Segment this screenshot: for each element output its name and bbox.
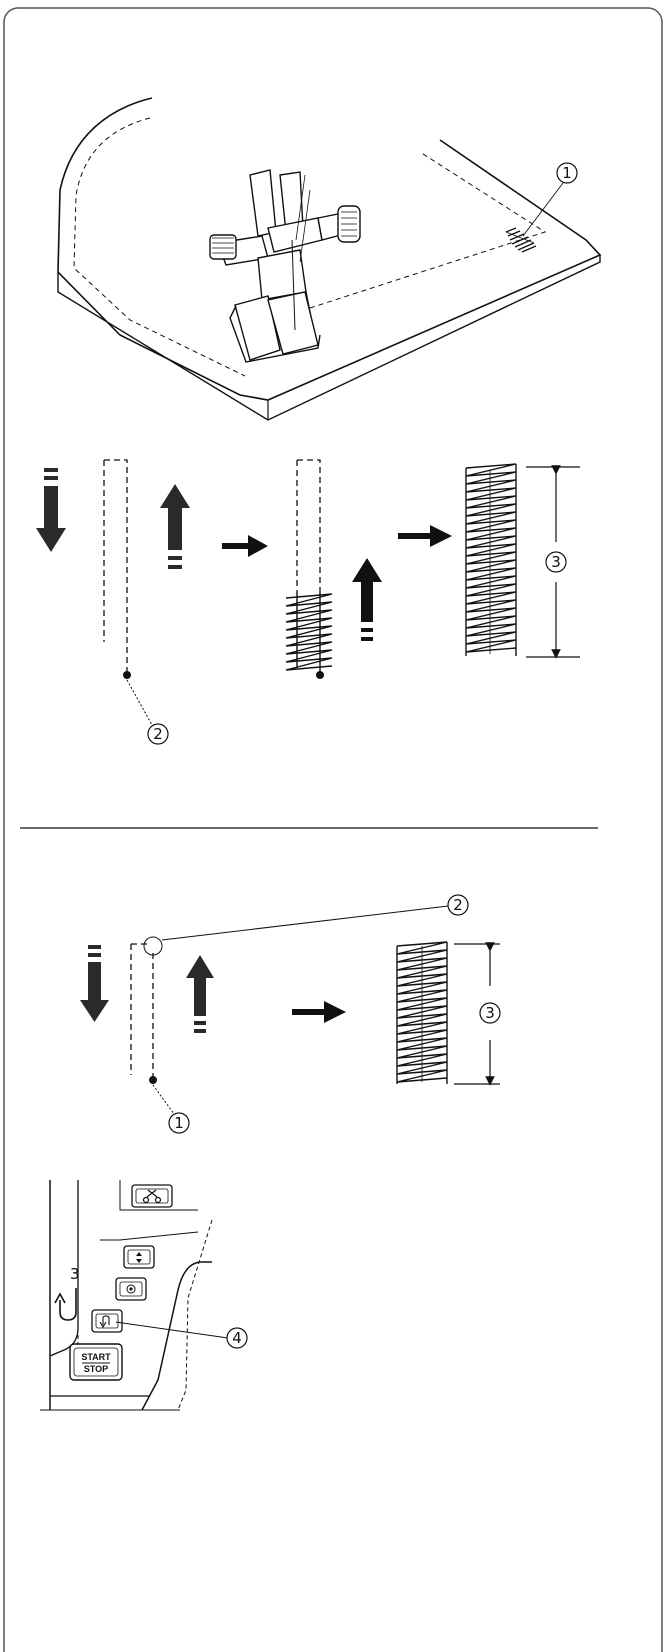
stitch-outline-dashed	[130, 943, 154, 1080]
reverse-stitch-icon	[54, 1288, 77, 1321]
start-point-dot	[123, 671, 131, 679]
down-arrow-icon	[36, 468, 66, 552]
callout-circle-3	[545, 551, 567, 573]
start-label: START	[81, 1352, 111, 1362]
right-arrow-icon	[222, 535, 268, 557]
reverse-count-label: 3	[70, 1265, 80, 1283]
presser-foot-assembly	[209, 169, 361, 363]
callout-circle-1	[556, 162, 578, 184]
callout-3-label: 3	[551, 553, 561, 571]
callout-circle-2	[447, 894, 469, 916]
length-dimension	[454, 942, 500, 1086]
needle-up-down-button[interactable]	[123, 1245, 155, 1269]
thread-cutter-button[interactable]	[131, 1184, 173, 1208]
stitch-outline-partial	[296, 459, 321, 592]
zigzag-complete	[396, 941, 448, 1084]
callout-circle-2	[147, 723, 169, 745]
start-stop-button[interactable]: START STOP	[69, 1343, 123, 1381]
figure-short-bartack: 2 1 3	[80, 894, 501, 1134]
callout-2-label: 2	[153, 725, 163, 743]
callout-circle-1	[168, 1112, 190, 1134]
figure-bartack-sequence: 2	[36, 459, 580, 745]
turn-point-circle	[143, 936, 163, 956]
auto-lock-button[interactable]	[115, 1277, 147, 1301]
down-arrow-icon	[80, 945, 109, 1022]
callout-3-label: 3	[485, 1004, 495, 1022]
reverse-button[interactable]	[91, 1309, 123, 1333]
scissors-icon	[142, 1189, 162, 1204]
zigzag-partial	[285, 592, 333, 672]
callout-4-label: 4	[232, 1329, 242, 1347]
needle-up-down-icon	[136, 1252, 142, 1263]
callout-2-label: 2	[453, 896, 463, 914]
figure-control-panel: 3	[40, 1180, 248, 1411]
stop-label: STOP	[84, 1364, 108, 1374]
callout-circle-4	[226, 1327, 248, 1349]
up-arrow-icon	[186, 955, 214, 1033]
length-dimension	[526, 465, 580, 659]
figure-presser-foot: 1	[57, 97, 602, 421]
bar-tack-stitch	[505, 227, 537, 253]
auto-lock-icon	[126, 1284, 136, 1294]
right-arrow-icon	[398, 525, 452, 547]
stitch-outline-dashed	[103, 459, 128, 675]
callout-1-label: 1	[174, 1114, 184, 1132]
right-arrow-icon	[292, 1001, 346, 1023]
callout-circle-3	[479, 1002, 501, 1024]
page-frame	[3, 7, 663, 1652]
up-arrow-icon	[352, 558, 382, 641]
zigzag-complete	[465, 463, 517, 656]
up-arrow-icon	[160, 484, 190, 569]
callout-1-label: 1	[562, 164, 572, 182]
reverse-icon	[99, 1315, 110, 1329]
